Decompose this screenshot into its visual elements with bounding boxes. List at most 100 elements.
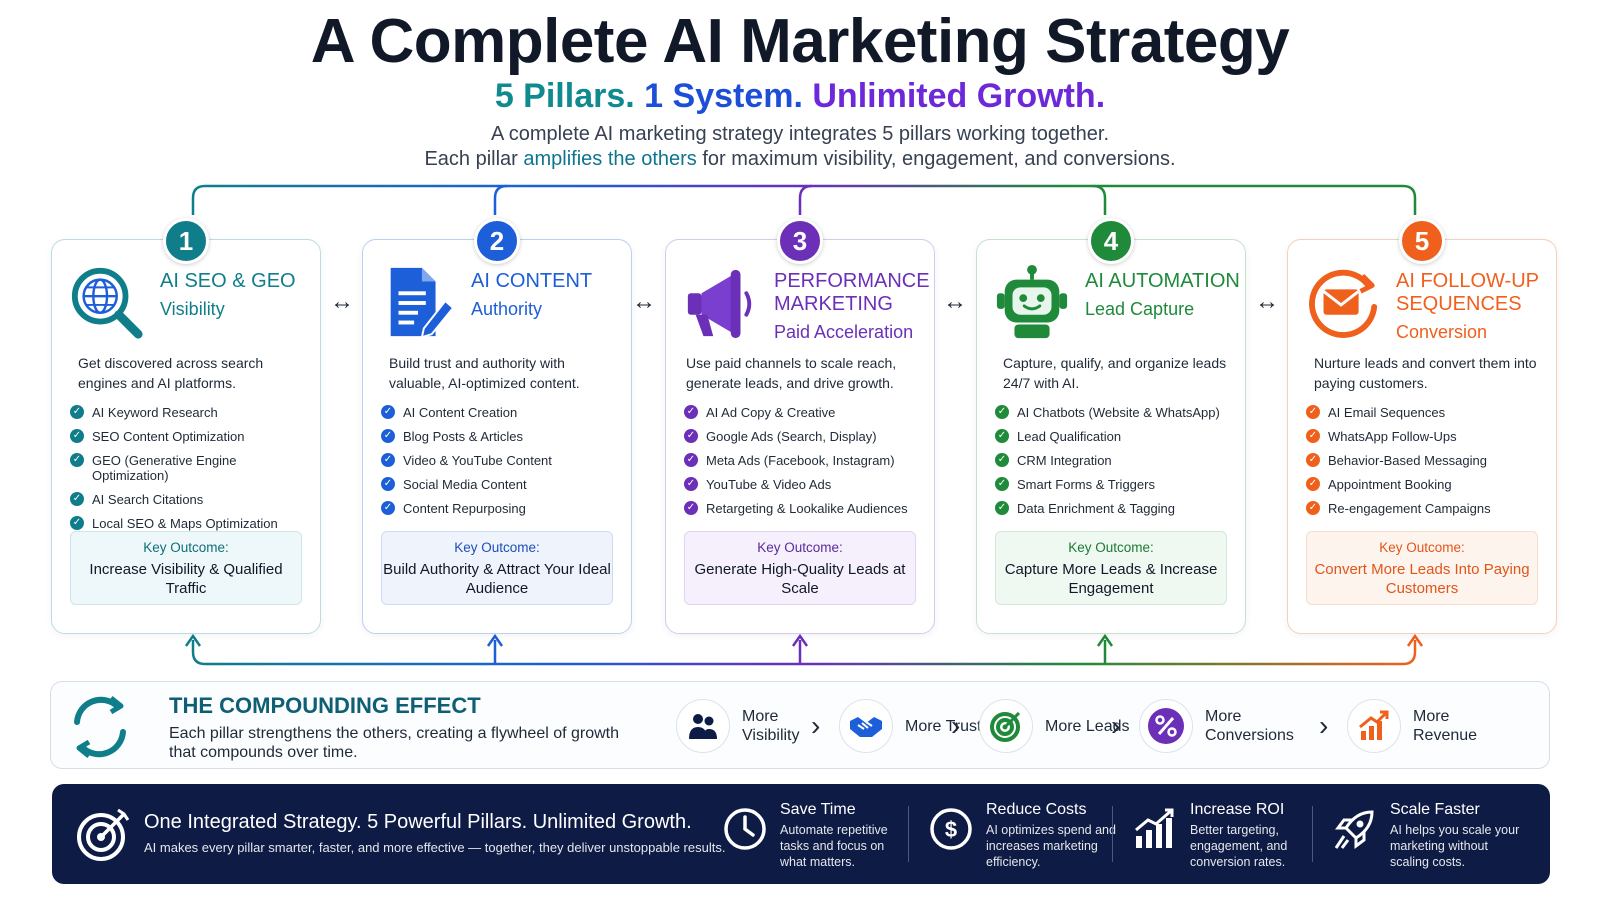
- check-icon: ✓: [70, 516, 84, 530]
- list-item: ✓Social Media Content: [381, 477, 625, 492]
- check-icon: ✓: [70, 453, 84, 467]
- list-item: ✓ GEO (Generative Engine Optimization): [70, 453, 314, 483]
- key-outcome-box: Key Outcome: Generate High-Quality Leads…: [684, 531, 916, 605]
- check-icon: ✓: [995, 453, 1009, 467]
- item-label: Local SEO & Maps Optimization: [92, 516, 278, 531]
- pillar-items: ✓AI Email Sequences ✓WhatsApp Follow-Ups…: [1306, 405, 1550, 525]
- check-icon: ✓: [1306, 453, 1320, 467]
- benefit-description: AI helps you scale your marketing withou…: [1390, 823, 1520, 869]
- item-label: Smart Forms & Triggers: [1017, 477, 1155, 492]
- benefit-description: AI optimizes spend and increases marketi…: [986, 823, 1116, 869]
- benefit-title: Save Time: [780, 801, 856, 818]
- pillar-card-5: 5 AI FOLLOW-UP SEQUENCES Conversion Nurt…: [1287, 218, 1557, 634]
- pillar-title: AI CONTENT: [471, 270, 593, 292]
- check-icon: ✓: [70, 405, 84, 419]
- list-item: ✓Data Enrichment & Tagging: [995, 501, 1239, 516]
- key-outcome-box: Key Outcome: Convert More Leads Into Pay…: [1306, 531, 1538, 605]
- list-item: ✓YouTube & Video Ads: [684, 477, 928, 492]
- refresh-cycle-icon: [74, 696, 126, 758]
- pillar-description: Use paid channels to scale reach, genera…: [686, 355, 897, 391]
- pillar-title: PERFORMANCE MARKETING: [774, 270, 930, 315]
- key-outcome-label: Key Outcome:: [757, 540, 843, 555]
- rocket-icon: [1334, 810, 1374, 849]
- item-label: CRM Integration: [1017, 453, 1112, 468]
- pillar-heading: AI SEO & GEO Visibility: [160, 270, 320, 321]
- compounding-effect-panel: THE COMPOUNDING EFFECT Each pillar stren…: [50, 681, 1550, 769]
- pillar-subtitle: Authority: [471, 299, 543, 319]
- subtitle-pillars: 5 Pillars.: [494, 77, 635, 115]
- list-item: ✓ CRM Integration: [995, 453, 1239, 468]
- check-icon: ✓: [1306, 501, 1320, 515]
- flow-step-trust: More Trust: [839, 694, 995, 758]
- bar-chart-icon: [1135, 808, 1174, 848]
- list-item: ✓ Local SEO & Maps Optimization: [70, 516, 314, 531]
- list-item: ✓ Smart Forms & Triggers: [995, 477, 1239, 492]
- pillar-number-badge: 3: [777, 218, 823, 264]
- key-outcome-box: Key Outcome: Increase Visibility & Quali…: [70, 531, 302, 605]
- megaphone-icon: [687, 269, 752, 339]
- page-title: A Complete AI Marketing Strategy: [310, 7, 1290, 76]
- clock-icon: [724, 808, 766, 850]
- flow-step-label: More Conversions: [1205, 708, 1294, 744]
- double-arrow-icon: ↔: [1255, 288, 1279, 315]
- check-icon: ✓: [684, 405, 698, 419]
- flow-step-label: More Leads: [1045, 717, 1130, 735]
- growth-chart-icon: [1347, 699, 1401, 753]
- list-item: ✓Re-engagement Campaigns: [1306, 501, 1550, 516]
- key-outcome-label: Key Outcome:: [1379, 540, 1465, 555]
- pillar-title: AI AUTOMATION: [1085, 270, 1240, 292]
- pillar-description: Get discovered across search engines and…: [78, 355, 264, 391]
- item-label: Social Media Content: [403, 477, 527, 492]
- pillar-subtitle: Paid Acceleration: [774, 322, 914, 342]
- flow-step-conversions: More Conversions: [1139, 694, 1305, 758]
- bottom-banner: One Integrated Strategy. 5 Powerful Pill…: [52, 784, 1550, 884]
- list-item: ✓AI Content Creation: [381, 405, 625, 420]
- subtitle-system: 1 System.: [644, 77, 803, 115]
- divider: [1112, 806, 1113, 862]
- key-outcome-value: Increase Visibility & Qualified Traffic: [89, 561, 283, 597]
- check-icon: ✓: [70, 492, 84, 506]
- key-outcome-label: Key Outcome:: [454, 540, 540, 555]
- check-icon: ✓: [381, 429, 395, 443]
- benefit-title: Scale Faster: [1390, 801, 1480, 818]
- divider: [908, 806, 909, 862]
- item-label: GEO (Generative Engine Optimization): [92, 453, 237, 483]
- double-arrow-icon: ↔: [632, 288, 656, 315]
- item-label: Blog Posts & Articles: [403, 429, 523, 444]
- pillar-heading: PERFORMANCE MARKETING Paid Acceleration: [774, 270, 934, 344]
- item-label: AI Search Citations: [92, 492, 204, 507]
- document-pen-icon: [390, 267, 455, 339]
- list-item: ✓Behavior-Based Messaging: [1306, 453, 1550, 468]
- list-item: ✓AI Chatbots (Website & WhatsApp): [995, 405, 1239, 420]
- banner-subtitle: AI makes every pillar smarter, faster, a…: [144, 840, 726, 855]
- target-icon: [979, 699, 1033, 753]
- pillar-number-badge: 4: [1088, 218, 1134, 264]
- list-item: ✓Meta Ads (Facebook, Instagram): [684, 453, 928, 468]
- double-arrow-icon: ↔: [943, 288, 967, 315]
- double-arrow-icon: ↔: [330, 288, 354, 315]
- item-label: Google Ads (Search, Display): [706, 429, 877, 444]
- pillar-number-badge: 2: [474, 218, 520, 264]
- benefit-description: Better targeting, engagement, and conver…: [1190, 823, 1288, 869]
- item-label: Content Repurposing: [403, 501, 526, 516]
- check-icon: ✓: [684, 429, 698, 443]
- pillar-title: AI FOLLOW-UP SEQUENCES: [1396, 270, 1539, 315]
- robot-icon: [996, 264, 1068, 339]
- flow-step-label: More Revenue: [1413, 708, 1478, 744]
- check-icon: ✓: [995, 477, 1009, 491]
- pillar-items: ✓AI Content Creation ✓ Blog Posts & Artic…: [381, 405, 625, 525]
- list-item: ✓ AI Search Citations: [70, 492, 314, 507]
- subtitle-growth: Unlimited Growth.: [812, 77, 1106, 115]
- pillar-card-4: 4 AI AUTOMATION Lead Capture Capture, qu…: [976, 218, 1246, 634]
- intro-line-2-start: Each pillar: [424, 148, 524, 170]
- key-outcome-value: Generate High-Quality Leads at Scale: [694, 561, 906, 597]
- banner-title: One Integrated Strategy. 5 Powerful Pill…: [144, 811, 692, 833]
- chevron-right-icon: ›: [1319, 710, 1329, 741]
- item-label: Meta Ads (Facebook, Instagram): [706, 453, 895, 468]
- item-label: SEO Content Optimization: [92, 429, 245, 444]
- intro-highlight: amplifies the others: [523, 148, 697, 170]
- pillar-items: ✓AI Keyword Research ✓SEO Content Optimi…: [70, 405, 314, 540]
- list-item: ✓Content Repurposing: [381, 501, 625, 516]
- intro-text: A complete AI marketing strategy integra…: [0, 122, 1600, 172]
- people-icon: [676, 699, 730, 753]
